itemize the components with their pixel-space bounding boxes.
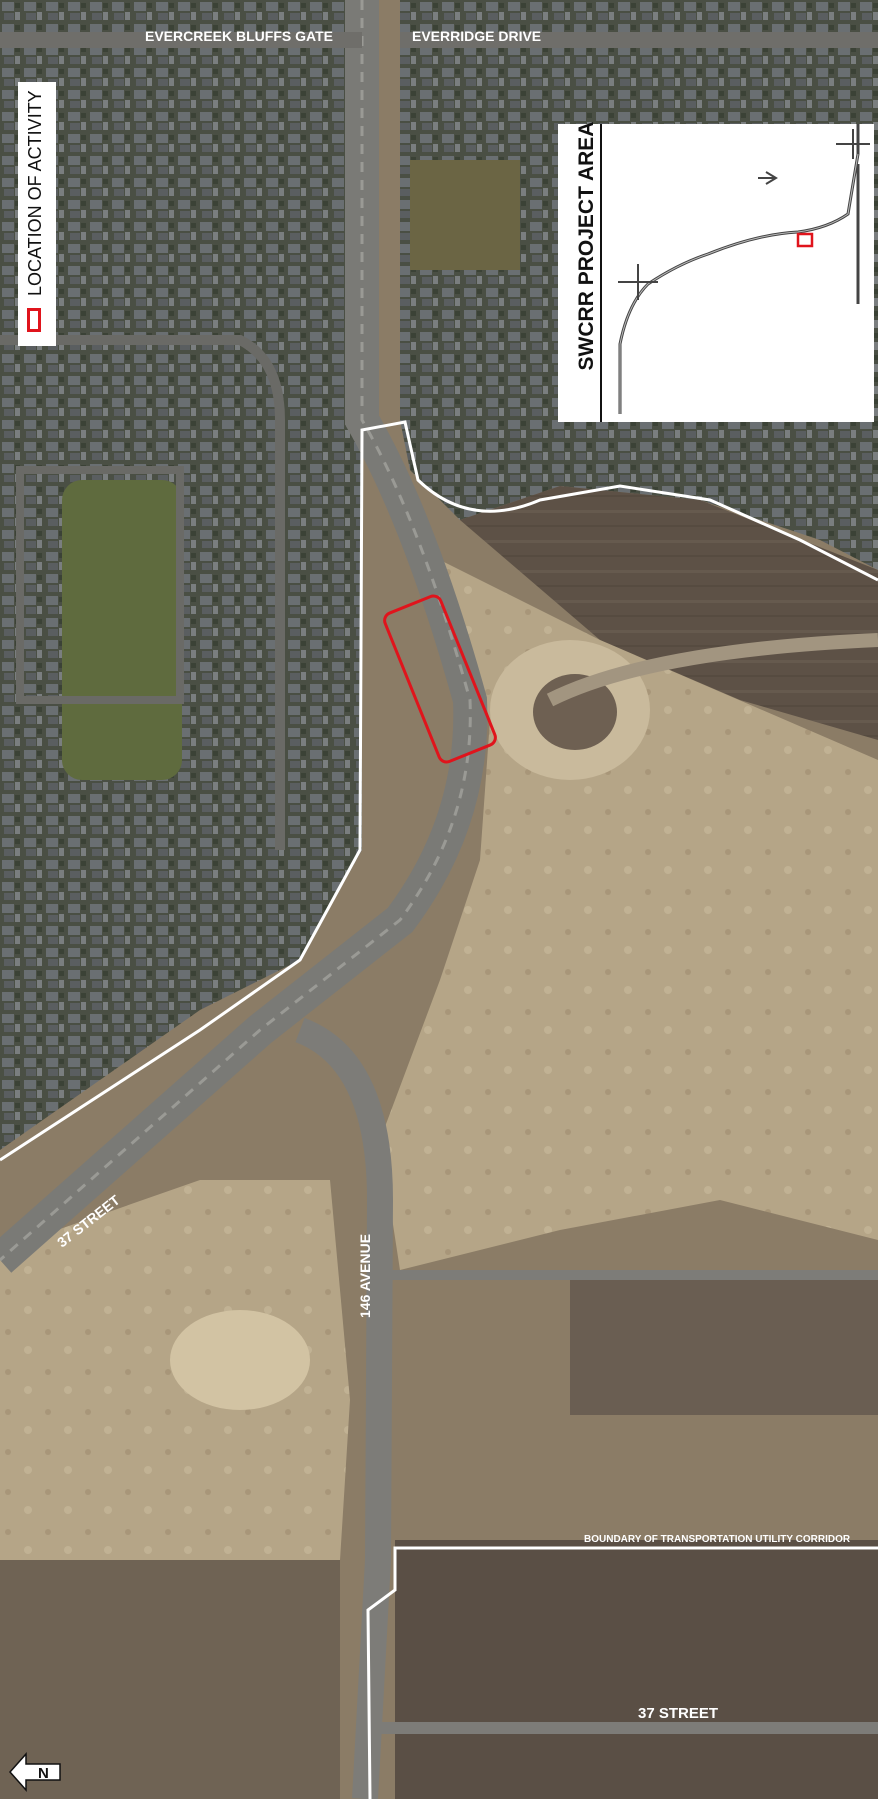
dark-field xyxy=(460,486,878,740)
legend: LOCATION OF ACTIVITY xyxy=(18,82,56,346)
inset-route xyxy=(618,124,870,414)
activity-swatch xyxy=(27,308,41,332)
activity-location-marker xyxy=(383,594,497,764)
146-avenue-label: 146 AVENUE xyxy=(357,1234,373,1318)
corridor-boundary-label: BOUNDARY OF TRANSPORTATION UTILITY CORRI… xyxy=(584,1534,851,1545)
inset-north-icon xyxy=(758,171,778,185)
park-area xyxy=(62,480,182,780)
road-146-avenue xyxy=(294,1017,394,1799)
residential-loop xyxy=(16,466,184,704)
inset-divider xyxy=(600,124,602,422)
road-37-street-markings xyxy=(0,0,472,1262)
37-street-south-label: 37 STREET xyxy=(638,1705,718,1722)
quarry-pit xyxy=(170,1310,310,1410)
everridge-drive-label: EVERRIDGE DRIVE xyxy=(412,28,541,44)
corridor-boundary-north xyxy=(0,420,878,1162)
north-letter: N xyxy=(38,1765,49,1782)
haul-road xyxy=(546,633,878,707)
north-arrow-icon: N xyxy=(8,1752,61,1792)
inset-map: SWCRR PROJECT AREA xyxy=(558,122,874,422)
lot-area xyxy=(410,160,520,270)
quarry-area-south xyxy=(0,1560,340,1799)
residential-street xyxy=(0,335,285,850)
farm-field-south xyxy=(395,1540,878,1799)
evercreek-bluffs-gate-label: EVERCREEK BLUFFS GATE xyxy=(145,28,333,44)
farm-field xyxy=(570,1275,878,1415)
activity-legend-label: LOCATION OF ACTIVITY xyxy=(25,90,45,296)
inset-activity-marker xyxy=(796,232,814,248)
corridor-boundary-south xyxy=(366,1546,878,1799)
